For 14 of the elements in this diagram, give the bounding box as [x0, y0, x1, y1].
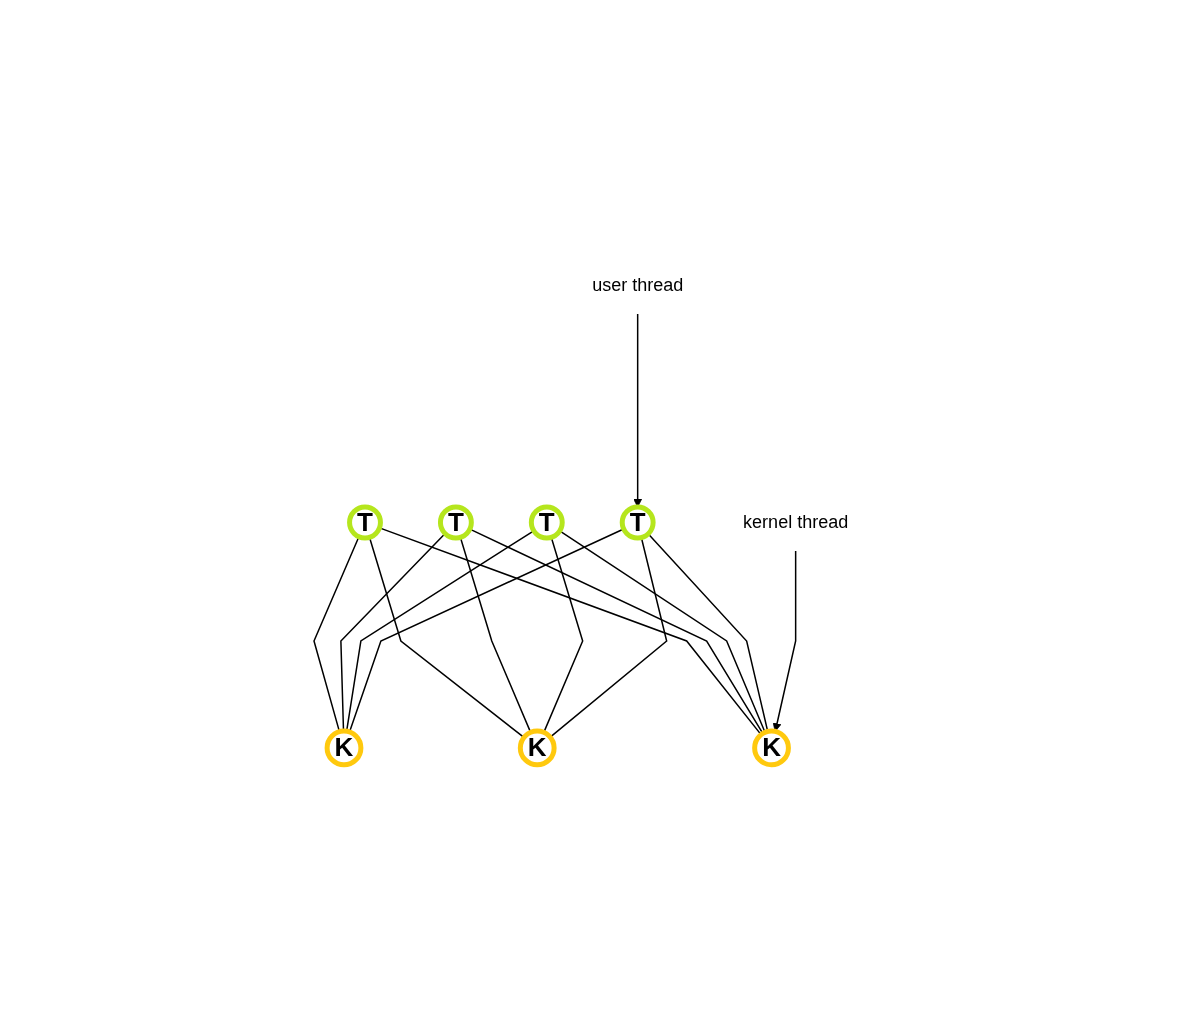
arrow — [633, 313, 643, 508]
connector — [346, 529, 535, 732]
node-circle: T — [347, 504, 384, 541]
arrow — [773, 550, 797, 732]
node-circle: T — [620, 504, 656, 541]
connector — [559, 530, 767, 733]
node-text: user thread — [592, 274, 684, 295]
node-circle: T — [529, 504, 566, 541]
node-circle: K — [752, 728, 792, 768]
node-circle: K — [325, 728, 364, 768]
node-text: kernel thread — [743, 511, 849, 532]
node-circle: T — [438, 504, 475, 541]
node-circle: K — [518, 728, 557, 768]
connector — [340, 532, 447, 732]
